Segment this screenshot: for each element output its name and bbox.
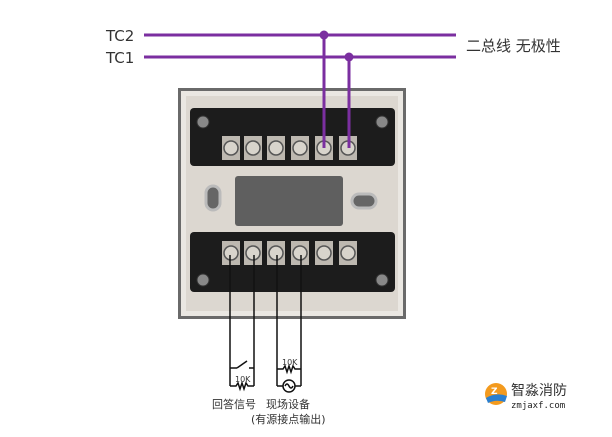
logo: Z 智淼消防 zmjaxf.com	[485, 383, 567, 411]
junction-dot	[344, 52, 354, 62]
svg-text:Z: Z	[491, 387, 498, 397]
tc2-label: TC2	[105, 27, 134, 45]
screw-terminal-icon	[223, 140, 239, 156]
active-contact-label: (有源接点输出)	[251, 412, 326, 426]
logo-name: 智淼消防	[511, 383, 567, 399]
top-terminal-block	[190, 108, 395, 166]
field-device-label: 现场设备	[266, 397, 310, 411]
resistor-icon	[230, 380, 254, 392]
center-window	[204, 176, 378, 226]
resistor-left-label: 10K	[235, 375, 251, 384]
screw-terminal-icon	[245, 140, 261, 156]
switch-icon	[230, 360, 254, 369]
bottom-terminal-block	[190, 232, 395, 292]
tc1-label: TC1	[105, 49, 134, 67]
screw-terminal-icon	[316, 245, 332, 261]
screw-terminal-icon	[268, 245, 284, 261]
ac-source-icon	[277, 379, 301, 393]
screw-terminal-icon	[292, 140, 308, 156]
resistor-right-label: 10K	[282, 358, 298, 367]
screw-terminal-icon	[223, 245, 239, 261]
resistor-icon	[277, 363, 301, 375]
bus-description: 二总线 无极性	[466, 37, 561, 55]
field-wires	[229, 255, 302, 393]
answer-signal-label: 回答信号	[212, 397, 256, 411]
bus-wires	[144, 30, 456, 148]
logo-site: zmjaxf.com	[511, 401, 565, 411]
screw-terminal-icon	[292, 245, 308, 261]
screw-terminal-icon	[245, 245, 261, 261]
junction-dot	[319, 30, 329, 40]
screw-terminal-icon	[340, 245, 356, 261]
screw-terminal-icon	[268, 140, 284, 156]
